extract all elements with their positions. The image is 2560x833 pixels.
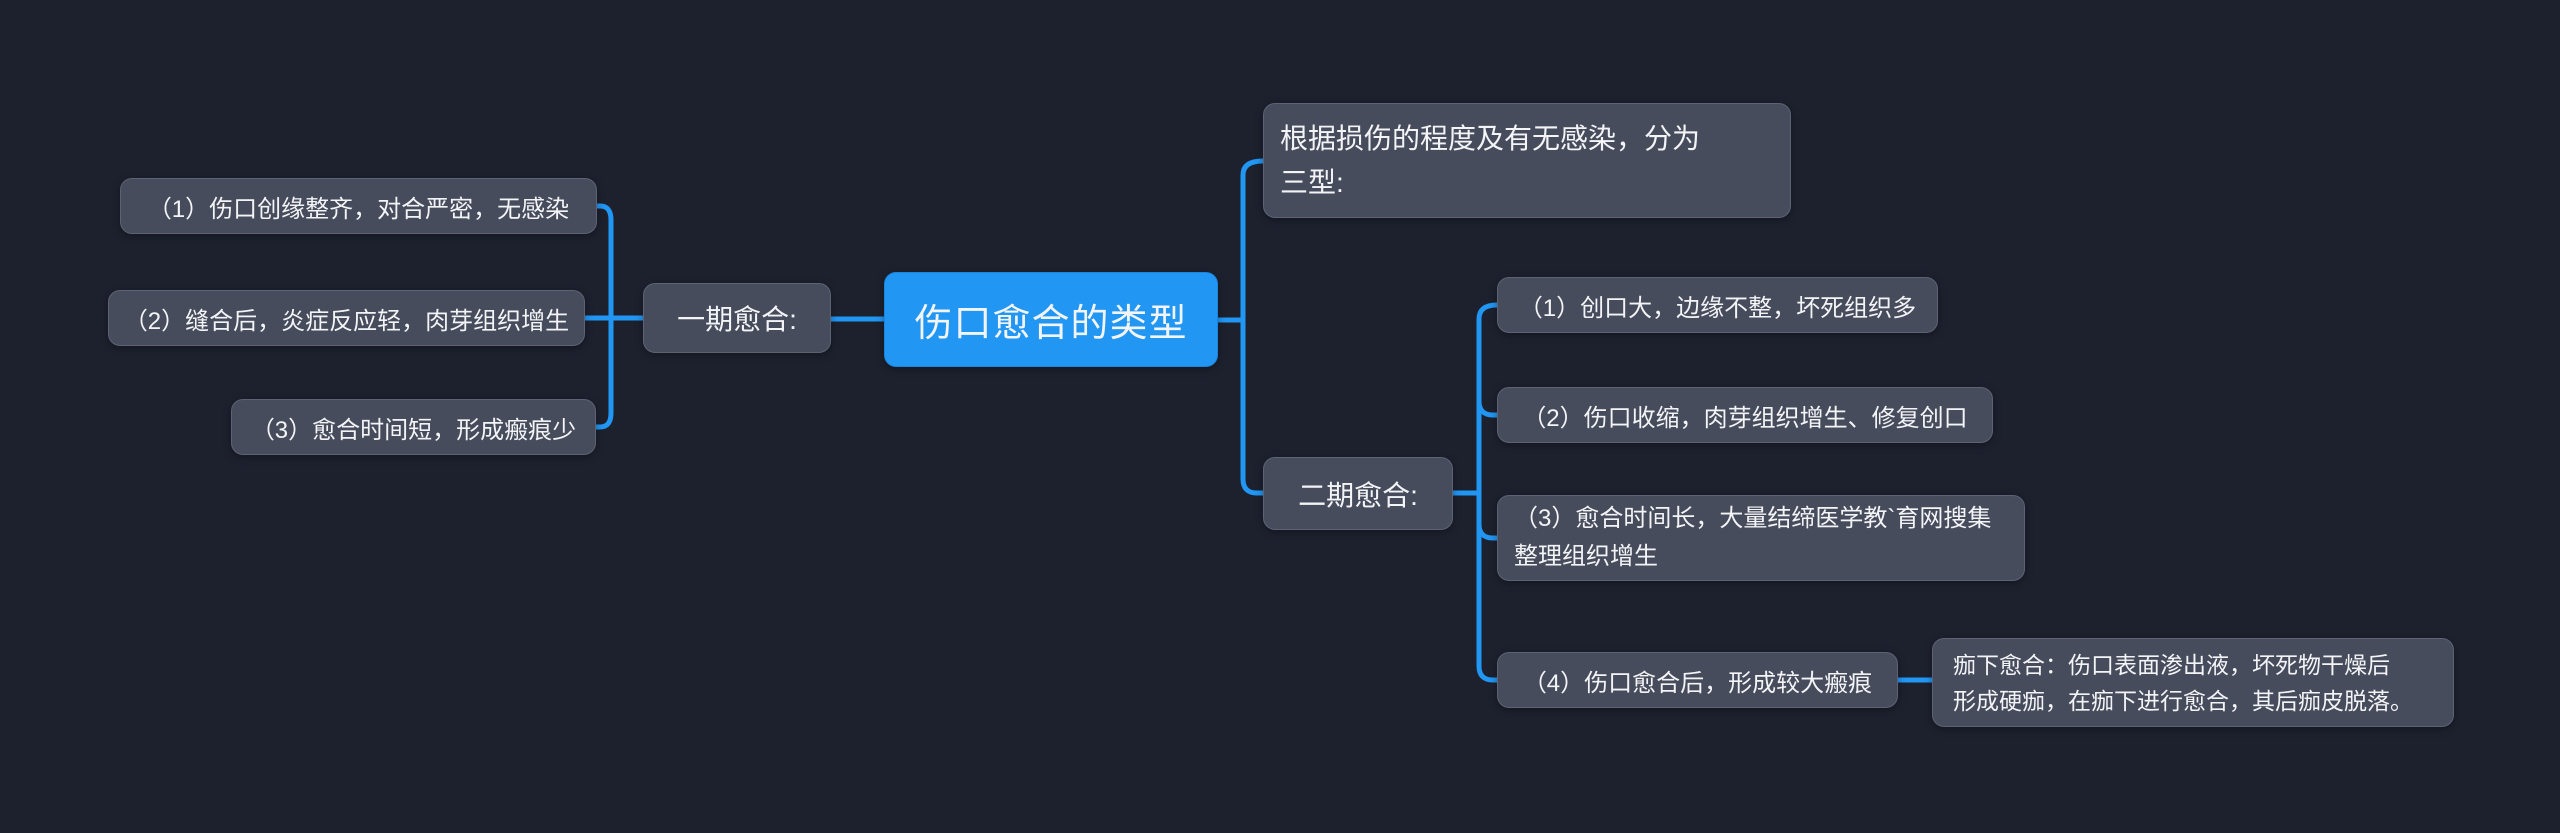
note-node-scab-healing[interactable]: 痂下愈合：伤口表面渗出液，坏死物干燥后 形成硬痂，在痂下进行愈合，其后痂皮脱落。 [1932, 638, 2454, 727]
leaf-node-secondary-3[interactable]: （3）愈合时间长，大量结缔医学教`育网搜集 整理组织增生 [1497, 495, 2025, 581]
branch-node-primary-healing[interactable]: 一期愈合: [643, 283, 831, 353]
connector-right-item3 [1476, 521, 1500, 541]
connector-right-trunk-items [1476, 302, 1500, 683]
branch-node-secondary-healing[interactable]: 二期愈合: [1263, 457, 1453, 530]
leaf-node-primary-1[interactable]: （1）伤口创缘整齐，对合严密，无感染 [120, 178, 597, 234]
leaf-node-primary-3[interactable]: （3）愈合时间短，形成瘢痕少 [231, 399, 596, 455]
note-node-three-types[interactable]: 根据损伤的程度及有无感染，分为 三型: [1263, 103, 1791, 218]
connector-right-trunk-main [1240, 158, 1266, 496]
connector-left-trunk [593, 203, 614, 430]
connector-right-item2 [1476, 398, 1500, 418]
leaf-node-secondary-1[interactable]: （1）创口大，边缘不整，坏死组织多 [1497, 277, 1938, 333]
leaf-node-secondary-2[interactable]: （2）伤口收缩，肉芽组织增生、修复创口 [1497, 387, 1993, 443]
leaf-node-primary-2[interactable]: （2）缝合后，炎症反应轻，肉芽组织增生 [108, 290, 585, 346]
leaf-node-secondary-4[interactable]: （4）伤口愈合后，形成较大瘢痕 [1497, 652, 1898, 708]
root-node-wound-healing-types[interactable]: 伤口愈合的类型 [884, 272, 1218, 367]
